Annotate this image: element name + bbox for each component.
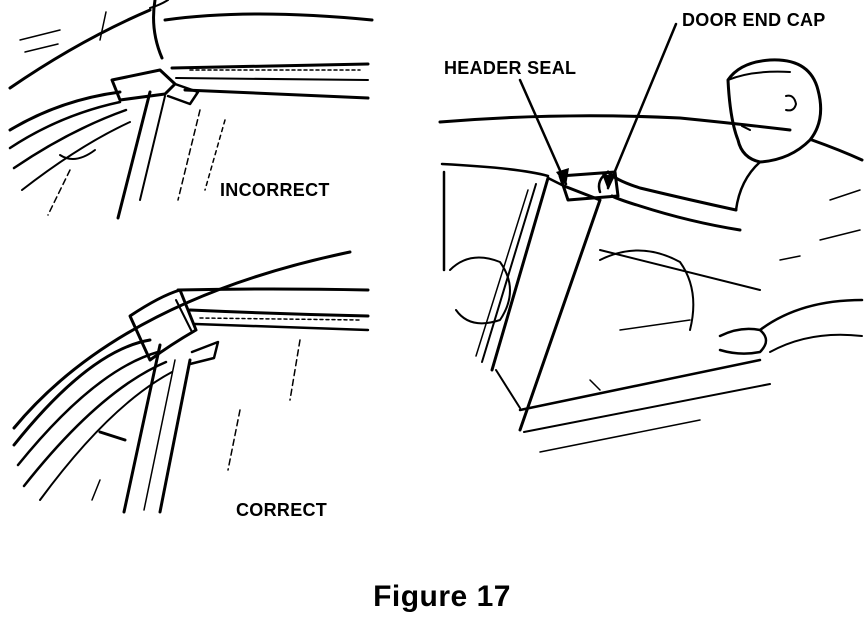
correct-label: CORRECT [236,500,328,520]
header-seal-label: HEADER SEAL [444,58,577,78]
correct-detail-drawing [12,250,370,514]
door-end-cap-arrowhead [602,174,615,190]
figure-caption: Figure 17 [373,580,511,613]
incorrect-detail-drawing [8,0,374,220]
door-end-cap-label: DOOR END CAP [682,10,826,30]
header-seal-leader [518,78,568,186]
installation-view-drawing [438,58,864,453]
incorrect-label: INCORRECT [220,180,330,200]
door-end-cap-leader [606,22,678,190]
header-seal-arrowhead [556,168,569,186]
